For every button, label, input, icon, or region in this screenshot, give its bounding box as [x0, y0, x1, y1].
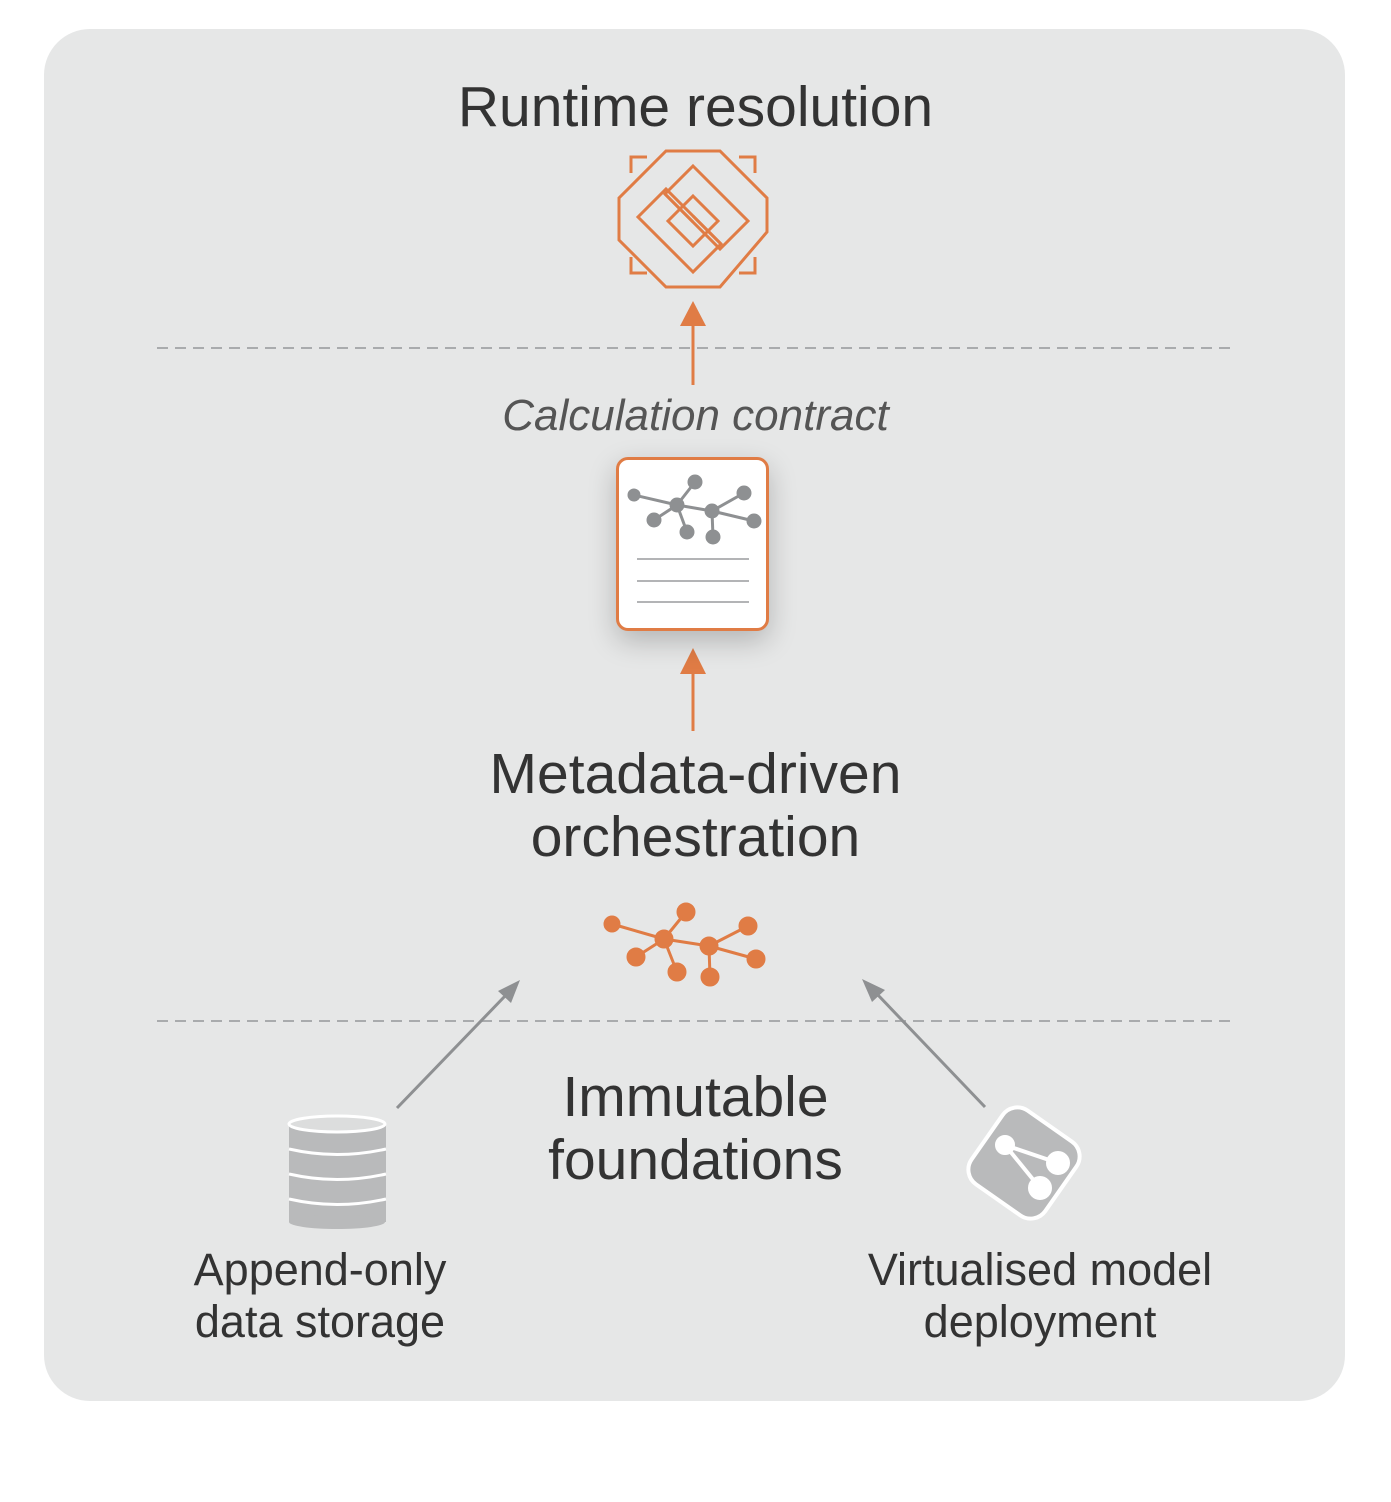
arrow-from-storage	[395, 980, 520, 1110]
foundations-title: Immutable foundations	[0, 1066, 1391, 1192]
runtime-title: Runtime resolution	[457, 75, 934, 139]
node-graph-icon	[603, 902, 766, 987]
storage-caption: Append-only data storage	[150, 1244, 490, 1348]
database-icon	[287, 1114, 387, 1229]
orchestration-title-line2: orchestration	[530, 805, 861, 869]
git-branch-icon	[966, 1105, 1082, 1221]
deployment-caption-line2: deployment	[923, 1296, 1157, 1347]
orchestration-title: Metadata-driven orchestration	[0, 743, 1391, 869]
interlocking-octagon-icon	[617, 149, 769, 289]
contract-document	[616, 457, 769, 631]
arrow-to-contract	[680, 648, 706, 731]
deployment-caption-line1: Virtualised model	[867, 1244, 1213, 1295]
storage-caption-line2: data storage	[194, 1296, 446, 1347]
foundations-title-line2: foundations	[548, 1128, 843, 1192]
arrow-to-runtime	[680, 301, 706, 385]
arrow-from-deployment	[862, 979, 987, 1109]
foundations-title-line1: Immutable	[562, 1065, 829, 1129]
storage-caption-line1: Append-only	[193, 1244, 447, 1295]
orchestration-title-line1: Metadata-driven	[489, 742, 902, 806]
deployment-caption: Virtualised model deployment	[820, 1244, 1260, 1348]
document-graph-icon	[627, 474, 762, 603]
contract-label: Calculation contract	[502, 391, 889, 440]
